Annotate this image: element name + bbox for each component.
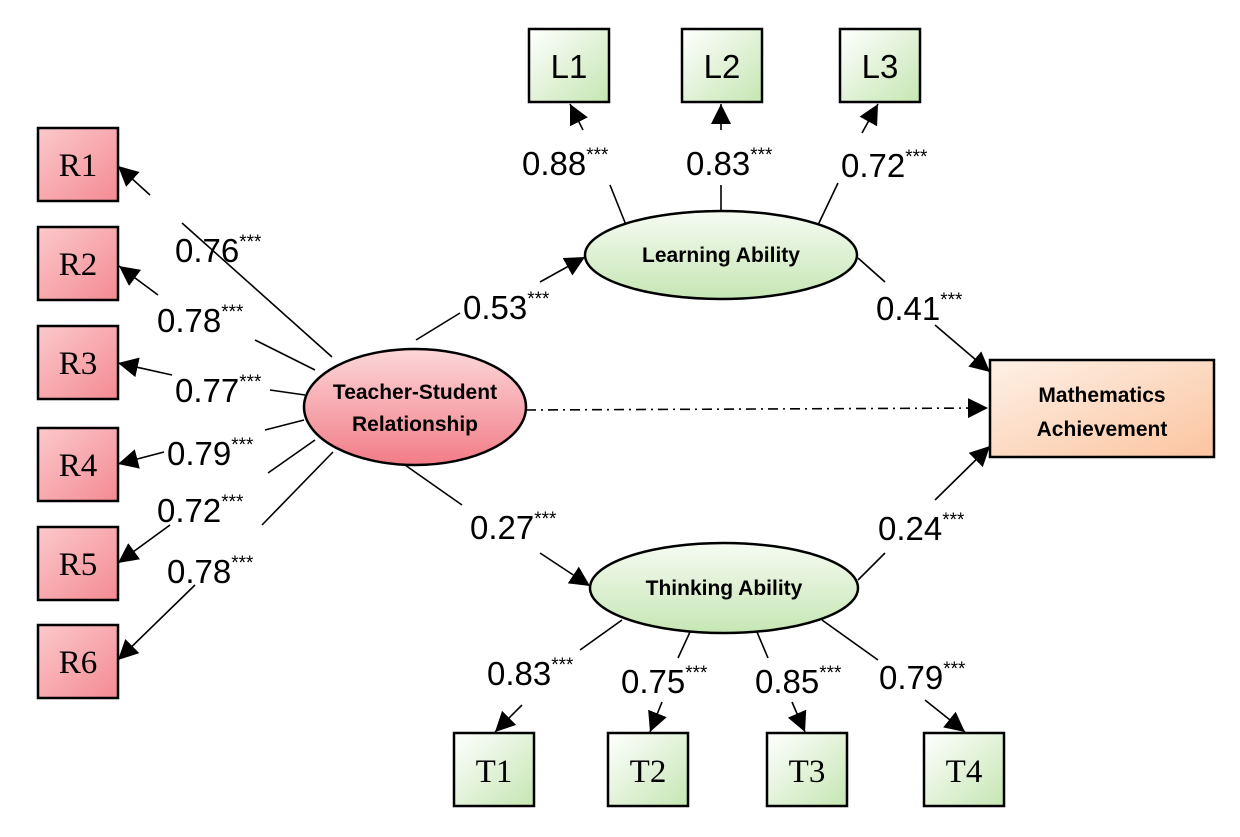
t2-label: T2 xyxy=(630,754,667,790)
r-loading-paths xyxy=(117,165,334,661)
path-learning-l3-head xyxy=(859,103,879,134)
path-thinking-t2 xyxy=(677,631,691,659)
thinking-ellipse xyxy=(588,541,860,635)
t4-box xyxy=(922,731,1006,808)
r2-box xyxy=(36,225,120,302)
thinking-label: Thinking Ability xyxy=(646,577,803,600)
r4-loading: 0.79*** xyxy=(167,435,254,472)
path-tsr-r4-head xyxy=(117,449,165,469)
thinking-node: Thinking Ability xyxy=(588,541,860,635)
learning-ellipse xyxy=(583,209,859,301)
l3-box xyxy=(838,27,922,104)
t1-label: T1 xyxy=(476,754,513,790)
path-thinking-t3-head xyxy=(787,701,807,733)
l2-loading: 0.83*** xyxy=(686,145,773,182)
path-thinking-t3 xyxy=(756,631,769,659)
r3-box xyxy=(36,324,120,401)
tsr-learning-coef: 0.53*** xyxy=(463,289,550,326)
l-indicator-boxes: L1 L2 L3 xyxy=(527,27,922,104)
path-tsr-r1 xyxy=(181,222,333,358)
path-learning-math xyxy=(857,257,886,283)
t3-label: T3 xyxy=(789,754,826,790)
structural-paths xyxy=(404,256,991,587)
coefficient-labels: 0.76*** 0.78*** 0.77*** 0.79*** 0.72*** … xyxy=(157,145,966,700)
path-thinking-math xyxy=(857,552,886,581)
tsr-label-line1: Teacher-Student xyxy=(333,381,497,404)
l1-loading: 0.88*** xyxy=(522,145,609,182)
learning-label: Learning Ability xyxy=(642,244,800,267)
tsr-ellipse xyxy=(302,347,528,467)
tsr-thinking-coef: 0.27*** xyxy=(470,509,557,546)
r6-loading: 0.78*** xyxy=(167,553,254,590)
path-tsr-learning xyxy=(415,312,461,341)
path-tsr-r3 xyxy=(269,389,306,396)
path-tsr-r2 xyxy=(254,339,316,371)
math-node: Mathematics Achievement xyxy=(988,358,1216,459)
l2-label: L2 xyxy=(704,48,741,85)
r3-loading: 0.77*** xyxy=(175,372,262,409)
r4-label: R4 xyxy=(59,448,98,484)
path-tsr-r5 xyxy=(267,439,316,474)
r5-box xyxy=(36,525,120,602)
t4-label: T4 xyxy=(946,754,983,790)
path-thinking-t2-head xyxy=(648,701,667,733)
path-tsr-learning-head xyxy=(539,256,586,283)
r1-loading: 0.76*** xyxy=(175,232,262,269)
path-tsr-r2-mid xyxy=(118,265,159,296)
path-tsr-r3-head xyxy=(117,357,173,378)
t3-box xyxy=(765,731,849,808)
t3-loading: 0.85*** xyxy=(755,663,842,700)
path-thinking-math-head xyxy=(934,445,991,501)
path-tsr-thinking xyxy=(404,464,463,506)
r5-label: R5 xyxy=(59,547,98,583)
path-thinking-t1 xyxy=(579,619,623,651)
path-learning-math-head xyxy=(934,324,991,373)
tsr-node: Teacher-Student Relationship xyxy=(302,347,528,467)
path-tsr-r4 xyxy=(264,419,305,431)
path-tsr-r6-head xyxy=(117,584,196,661)
path-tsr-r1-head xyxy=(117,165,151,196)
t2-box xyxy=(606,731,690,808)
l1-box xyxy=(527,27,611,104)
path-tsr-math-direct xyxy=(525,398,989,419)
t4-loading: 0.79*** xyxy=(879,659,966,696)
t2-loading: 0.75*** xyxy=(621,663,708,700)
l1-label: L1 xyxy=(551,48,588,85)
r1-label: R1 xyxy=(59,148,98,184)
l2-box xyxy=(680,27,764,104)
path-learning-l1-head xyxy=(569,103,588,131)
l3-label: L3 xyxy=(862,48,899,85)
l3-loading: 0.72*** xyxy=(841,147,928,184)
path-thinking-t1-head xyxy=(494,704,523,733)
path-learning-l1 xyxy=(609,184,627,226)
t1-box xyxy=(452,731,536,808)
r3-label: R3 xyxy=(59,346,98,382)
t-loading-paths xyxy=(494,619,966,733)
r2-label: R2 xyxy=(59,247,98,283)
r6-box xyxy=(36,623,120,700)
r4-box xyxy=(36,426,120,503)
path-tsr-thinking-head xyxy=(539,552,591,587)
t1-loading: 0.83*** xyxy=(487,655,574,692)
path-tsr-r5-head xyxy=(117,524,171,564)
thinking-math-coef: 0.24*** xyxy=(878,510,965,547)
r5-loading: 0.72*** xyxy=(157,492,244,529)
tsr-label-line2: Relationship xyxy=(352,413,478,436)
r2-loading: 0.78*** xyxy=(157,302,244,339)
math-label-line1: Mathematics xyxy=(1038,384,1165,407)
math-label-line2: Achievement xyxy=(1037,418,1168,441)
l-loading-paths xyxy=(569,103,879,226)
r-indicator-boxes: R1 R2 R3 R4 R5 R6 xyxy=(36,126,120,700)
math-box xyxy=(988,358,1216,459)
t-indicator-boxes: T1 T2 T3 T4 xyxy=(452,731,1006,808)
learning-math-coef: 0.41*** xyxy=(876,290,963,327)
path-learning-l3 xyxy=(817,182,839,226)
r6-label: R6 xyxy=(59,645,98,681)
path-thinking-t4-head xyxy=(924,699,966,733)
learning-node: Learning Ability xyxy=(583,209,859,301)
r1-box xyxy=(36,126,120,203)
path-thinking-t4 xyxy=(821,619,879,661)
path-tsr-r6 xyxy=(261,451,334,526)
